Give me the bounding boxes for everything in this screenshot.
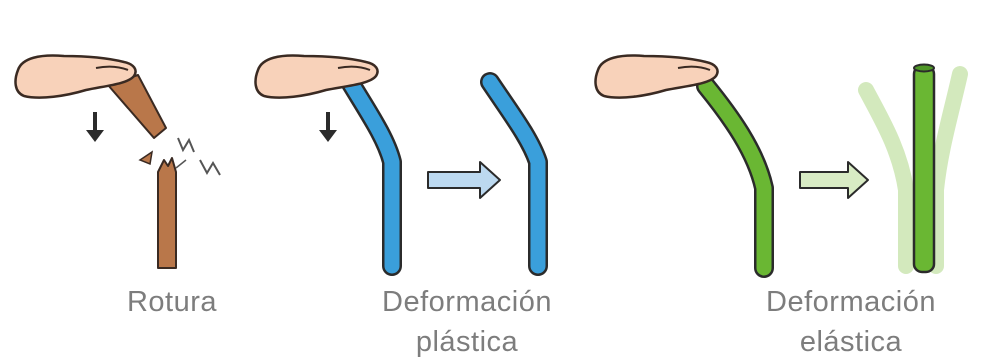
break-marks-icon	[140, 138, 220, 175]
bent-stick-green	[706, 86, 764, 268]
springback-ghost-right	[936, 74, 960, 266]
down-arrow-icon	[86, 112, 104, 142]
panel-deformacion-elastica	[596, 56, 960, 272]
right-arrow-icon	[428, 162, 500, 198]
right-arrow-icon	[800, 162, 868, 198]
caption-line: elástica	[724, 322, 978, 362]
bent-stick-blue	[350, 82, 392, 266]
caption-rotura: Rotura	[96, 282, 248, 322]
panel-rotura	[16, 56, 220, 268]
bent-stick-blue-result	[490, 82, 538, 266]
springback-ghost-left	[866, 90, 906, 266]
caption-line: Deformación	[724, 282, 978, 322]
caption-line: Rotura	[96, 282, 248, 322]
down-arrow-icon	[319, 112, 337, 142]
panel-deformacion-plastica	[256, 56, 538, 266]
caption-deformacion-plastica: Deformación plástica	[340, 282, 594, 362]
caption-line: Deformación	[340, 282, 594, 322]
caption-deformacion-elastica: Deformación elástica	[724, 282, 978, 362]
straight-stick-green	[914, 65, 934, 273]
caption-line: plástica	[340, 322, 594, 362]
broken-stick-bottom	[158, 158, 176, 268]
